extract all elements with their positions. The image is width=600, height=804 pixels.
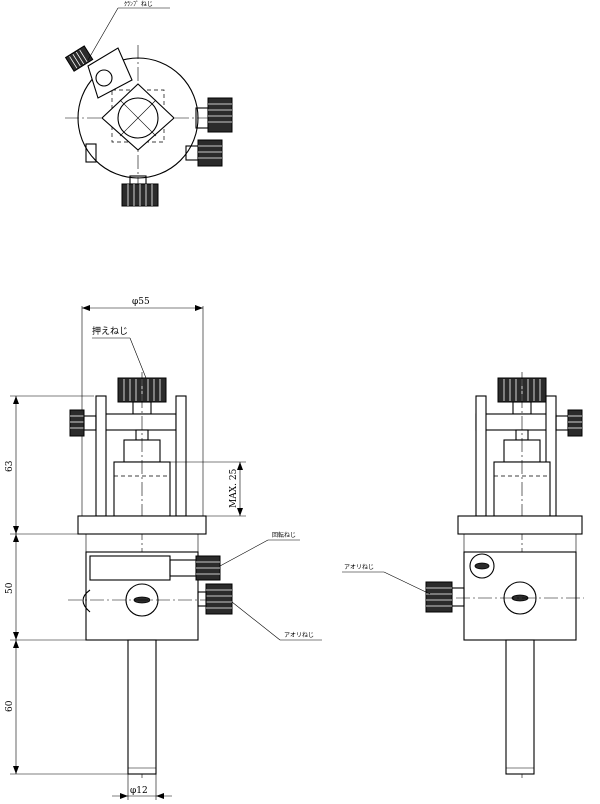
clamp-screw-label: ｸﾗﾝﾌﾟ ねじ (124, 1, 153, 8)
top-view: ｸﾗﾝﾌﾟ ねじ (64, 1, 233, 207)
side-view: アオリねじ (342, 372, 584, 778)
tilt-screw-label: アオリねじ (284, 632, 314, 639)
dim-63: 63 (5, 460, 15, 472)
press-screw-label: 押えねじ (92, 325, 128, 337)
front-view: φ55 押えねじ (5, 297, 322, 800)
dim-max-25: MAX. 25 (229, 468, 239, 508)
dim-diameter-55: φ55 (132, 297, 150, 307)
dim-diameter-12: φ12 (130, 786, 148, 796)
rotation-screw-label: 回転ねじ (272, 531, 296, 539)
dim-60: 60 (5, 700, 15, 712)
tilt-screw-right-label: アオリねじ (344, 564, 374, 571)
dim-50: 50 (5, 582, 15, 594)
